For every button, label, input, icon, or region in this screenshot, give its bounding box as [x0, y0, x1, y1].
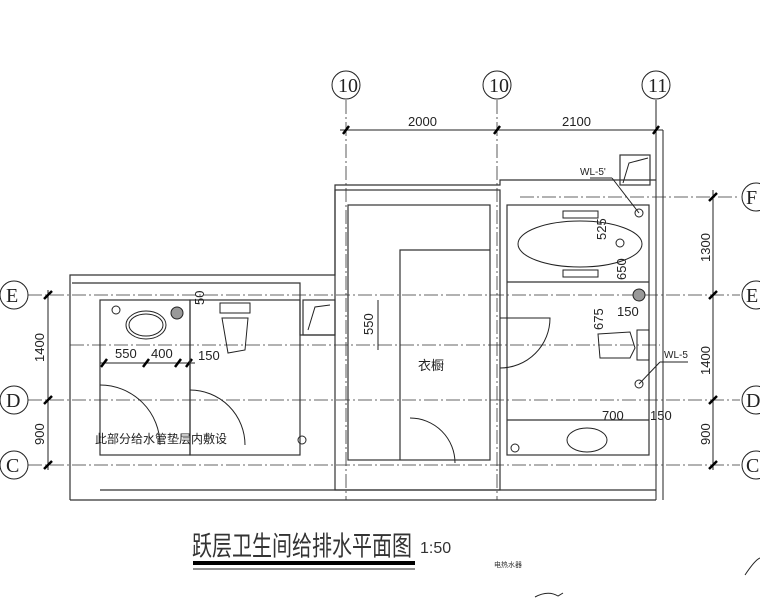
- pipe-label-wl5: WL-5: [664, 350, 688, 361]
- dim-left-900: 900: [32, 423, 47, 445]
- axis-10a: 10: [338, 75, 358, 97]
- dim-right-1300: 1300: [698, 233, 713, 262]
- room-label-closet: 衣橱: [418, 359, 445, 374]
- dim-50: 50: [192, 291, 207, 305]
- pipe-label-wl5-prime: WL-5': [580, 167, 606, 178]
- doors: [99, 317, 551, 464]
- axis-F-right: F: [746, 187, 757, 209]
- dim-675: 675: [591, 308, 606, 330]
- walls: [69, 154, 656, 501]
- dim-right-1400: 1400: [698, 346, 713, 375]
- dim-150: 150: [198, 348, 220, 363]
- drawing-scale: 1:50: [420, 540, 452, 557]
- dim-left-1400: 1400: [32, 333, 47, 362]
- axis-11: 11: [648, 75, 667, 97]
- axis-C-right: C: [746, 455, 759, 477]
- axis-D-right: D: [746, 390, 760, 412]
- dim-2100: 2100: [562, 114, 591, 129]
- dimension-text: 2000 2100 1400 900 1300 1400 900 550 400…: [32, 114, 713, 445]
- fixtures: [111, 177, 760, 598]
- dim-400: 400: [151, 346, 173, 361]
- axis-bubbles: [0, 70, 760, 480]
- axis-E-left: E: [6, 285, 18, 307]
- pipe-note: 此部分给水管垫层内敷设: [95, 432, 228, 446]
- drawing-title: 跃层卫生间给排水平面图: [192, 530, 412, 563]
- axis-10b: 10: [489, 75, 509, 97]
- dim-right-900: 900: [698, 423, 713, 445]
- dim-closet-550: 550: [361, 313, 376, 335]
- water-heater-label: 电热水器: [494, 562, 522, 569]
- dim-525: 525: [594, 218, 609, 240]
- axis-D-left: D: [6, 390, 20, 412]
- title-underline-thick: [193, 561, 415, 565]
- grid-lines: [28, 100, 740, 500]
- dim-550: 550: [115, 346, 137, 361]
- dim-2000: 2000: [408, 114, 437, 129]
- dim-650: 650: [614, 258, 629, 280]
- dim-150-lower: 150: [650, 408, 672, 423]
- dimension-lines: [43, 125, 718, 470]
- axis-E-right: E: [746, 285, 758, 307]
- axis-labels: 10 10 11 E D C F E D C: [6, 75, 760, 477]
- dim-150-upper: 150: [617, 304, 639, 319]
- dim-700: 700: [602, 408, 624, 423]
- axis-C-left: C: [6, 455, 19, 477]
